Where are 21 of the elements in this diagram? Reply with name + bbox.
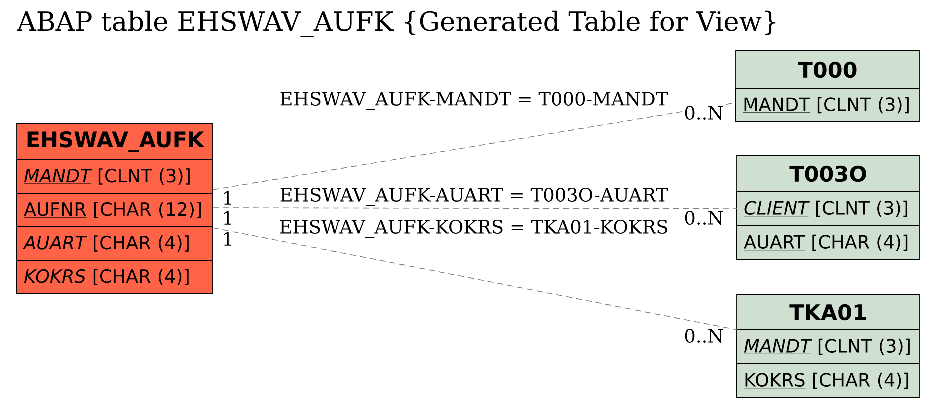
cardinality-label: 0..N: [684, 106, 724, 120]
table-row: MANDT [CLNT (3)]: [16, 160, 214, 194]
table-row: AUART [CHAR (4)]: [16, 226, 214, 261]
title: ABAP table EHSWAV_AUFK {Generated Table for View}: [17, 10, 776, 38]
relation-line: [212, 208, 738, 210]
cardinality-label: 0..N: [684, 210, 724, 226]
edge-label: EHSWAV_AUFK-MANDT = T000-MANDT: [278, 90, 670, 112]
cardinality-label: 1: [222, 232, 234, 246]
table-row: CLIENT [CLNT (3)]: [736, 192, 920, 226]
table-row: AUFNR [CHAR (12)]: [16, 193, 214, 228]
cardinality-label: 1: [222, 210, 234, 226]
table-row: MANDT [CLNT (3)]: [736, 330, 920, 364]
table-row: AUART [CHAR (4)]: [736, 226, 920, 260]
table-row: KOKRS [CHAR (4)]: [736, 364, 920, 398]
table-row: MANDT [CLNT (3)]: [736, 88, 920, 122]
table-row: KOKRS [CHAR (4)]: [16, 260, 214, 294]
relation-line: [212, 228, 738, 330]
cardinality-label: 1: [222, 190, 234, 206]
cardinality-label: 0..N: [684, 328, 724, 344]
edge-label: EHSWAV_AUFK-KOKRS = TKA01-KOKRS: [278, 218, 670, 240]
edge-label: EHSWAV_AUFK-AUART = T003O-AUART: [278, 186, 670, 208]
